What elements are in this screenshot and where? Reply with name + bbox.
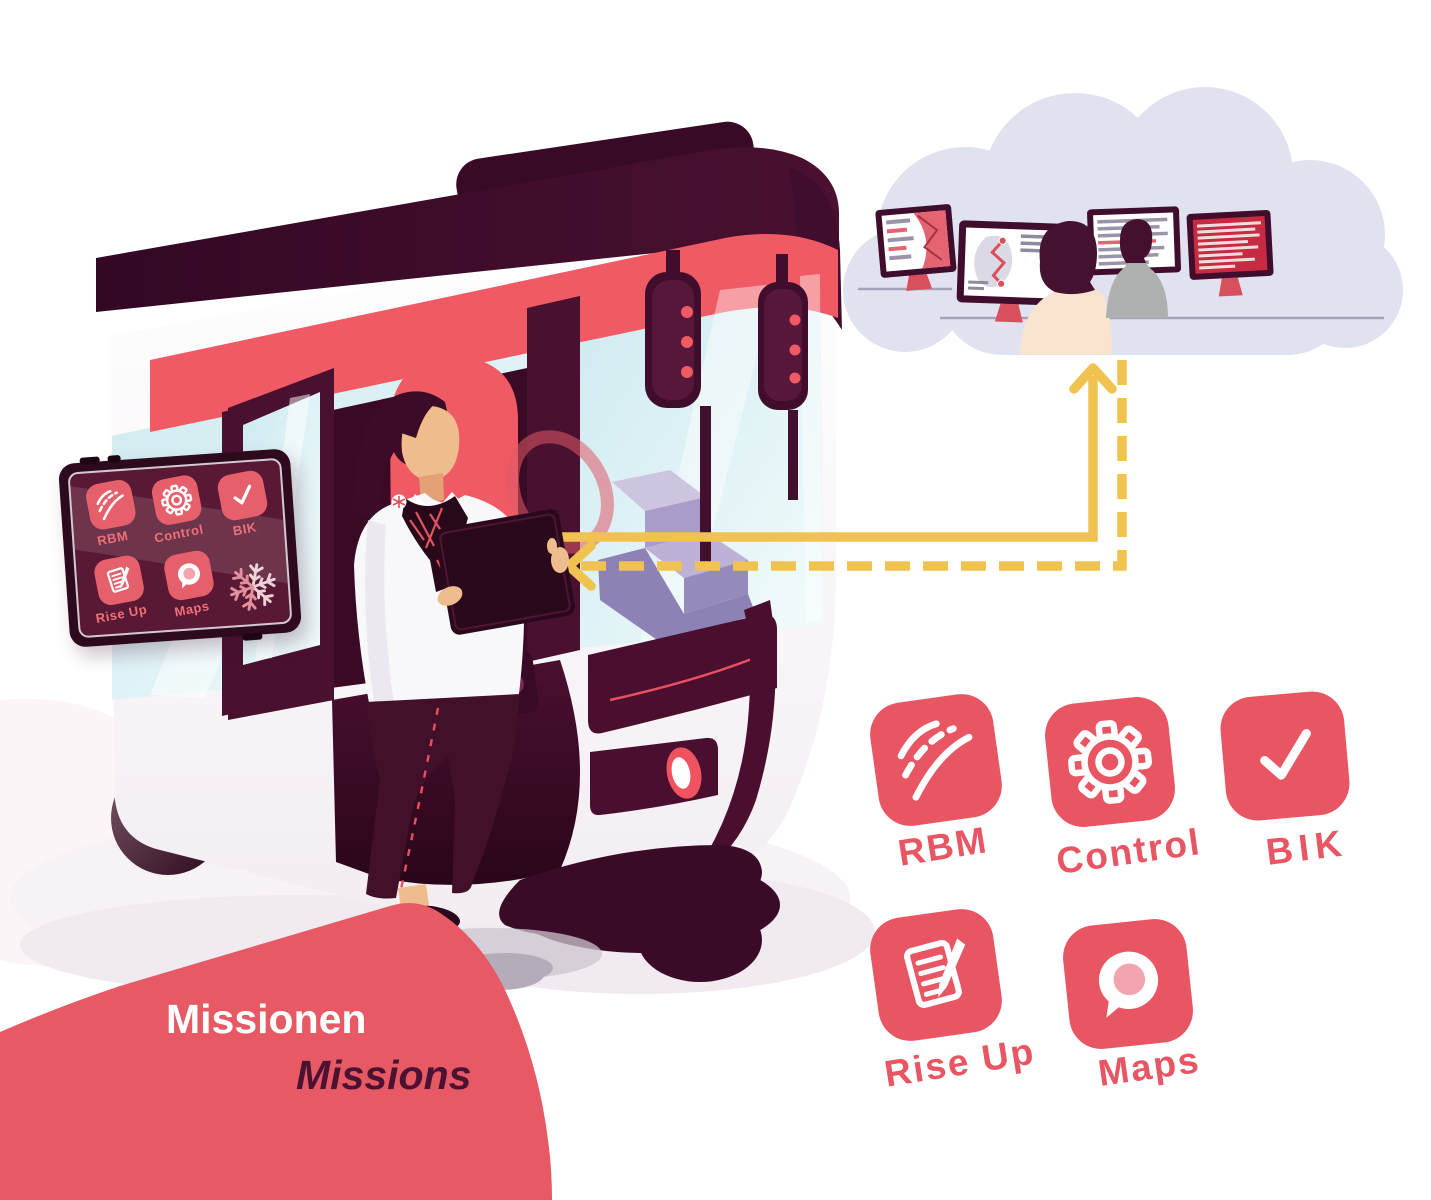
gear-icon bbox=[1063, 715, 1158, 810]
collar-badge bbox=[391, 494, 407, 510]
red-banner-shape bbox=[0, 902, 552, 1200]
stanchion-pods bbox=[645, 250, 808, 566]
tablet-screen: RBM Control BIK Rise Up Maps bbox=[67, 457, 293, 639]
operator-man bbox=[1106, 219, 1168, 318]
tablet-app-label: Rise Up bbox=[94, 601, 149, 627]
tablet-button bbox=[79, 456, 100, 465]
road-icon bbox=[887, 711, 984, 808]
app-tile-bik bbox=[1217, 688, 1353, 824]
monitor-map-alert bbox=[875, 204, 957, 291]
control-center-cloud bbox=[843, 87, 1403, 355]
tablet-app-riseup: Rise Up bbox=[92, 553, 149, 627]
map-pin-icon bbox=[1081, 937, 1176, 1032]
banner-title-english: Missions bbox=[296, 1052, 472, 1098]
road-icon bbox=[92, 486, 130, 524]
download-arrow bbox=[564, 360, 1127, 591]
tablet-app-label: Maps bbox=[172, 598, 211, 620]
tablet-app-control: Control bbox=[149, 473, 205, 546]
tablet-app-label: BIK bbox=[231, 519, 258, 539]
document-pen-icon bbox=[100, 562, 138, 600]
tablet-app-bik: BIK bbox=[215, 468, 270, 539]
tablet-button bbox=[107, 454, 121, 463]
banner-title-german: Missionen bbox=[166, 996, 367, 1042]
handheld-tablet bbox=[435, 509, 575, 635]
map-pin-icon bbox=[170, 557, 208, 595]
document-pen-icon bbox=[887, 926, 984, 1023]
tablet-button bbox=[242, 632, 263, 641]
upload-arrow bbox=[551, 363, 1117, 542]
app-tile-control bbox=[1041, 693, 1179, 831]
checkmark-icon bbox=[1238, 709, 1331, 802]
tablet-app-rbm: RBM bbox=[83, 477, 138, 548]
operator-woman bbox=[1020, 220, 1112, 354]
checkmark-icon bbox=[224, 477, 262, 515]
app-tile-maps bbox=[1059, 915, 1197, 1053]
data-flow-arrows bbox=[551, 360, 1127, 591]
snowflake-icon bbox=[219, 553, 286, 620]
app-tile-rbm bbox=[865, 689, 1007, 831]
tablet-app-maps: Maps bbox=[162, 548, 217, 620]
monitor-route-map bbox=[956, 220, 1066, 323]
monitor-status-red bbox=[1186, 209, 1274, 297]
gear-icon bbox=[158, 481, 196, 519]
driver-tablet: RBM Control BIK Rise Up Maps bbox=[57, 448, 303, 648]
app-tile-riseup bbox=[865, 904, 1007, 1046]
